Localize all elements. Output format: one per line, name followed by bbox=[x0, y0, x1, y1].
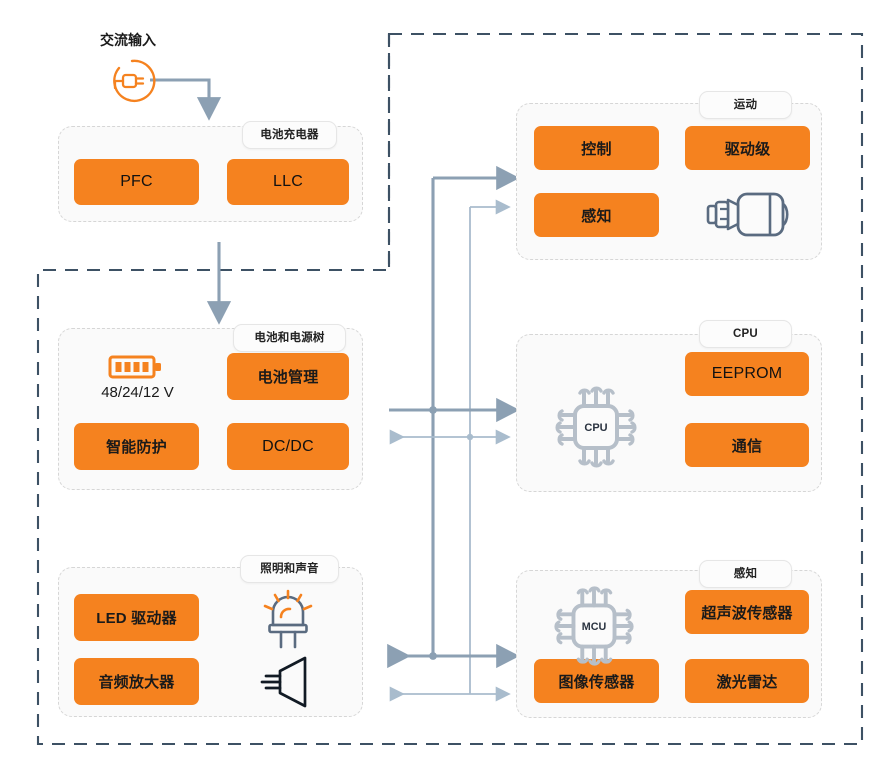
block-dcdc[interactable]: DC/DC bbox=[227, 423, 349, 470]
group-label-motion: 运动 bbox=[699, 91, 792, 119]
speaker-icon bbox=[258, 654, 322, 710]
block-llc[interactable]: LLC bbox=[227, 159, 349, 205]
mcu-chip-text: MCU bbox=[582, 621, 607, 633]
block-control[interactable]: 控制 bbox=[534, 126, 659, 170]
block-communication[interactable]: 通信 bbox=[685, 423, 809, 467]
mcu-chip-icon: MCU bbox=[551, 583, 637, 669]
led-lamp-icon bbox=[257, 587, 319, 649]
block-smart-protection[interactable]: 智能防护 bbox=[74, 423, 199, 470]
block-battery-management[interactable]: 电池管理 bbox=[227, 353, 349, 400]
motor-icon bbox=[702, 188, 794, 242]
block-motion-sensing[interactable]: 感知 bbox=[534, 193, 659, 237]
cpu-chip-text: CPU bbox=[584, 422, 607, 434]
group-label-cpu: CPU bbox=[699, 320, 792, 348]
block-pfc[interactable]: PFC bbox=[74, 159, 199, 205]
block-eeprom[interactable]: EEPROM bbox=[685, 352, 809, 396]
block-ultrasonic-sensor[interactable]: 超声波传感器 bbox=[685, 590, 809, 634]
group-label-sensing: 感知 bbox=[699, 560, 792, 588]
bus-primary-vertical bbox=[429, 165, 520, 660]
cpu-chip-icon: CPU bbox=[552, 383, 640, 471]
battery-icon bbox=[107, 353, 167, 381]
block-drive-stage[interactable]: 驱动级 bbox=[685, 126, 810, 170]
group-label-battery-charger: 电池充电器 bbox=[242, 121, 337, 149]
group-label-battery-power-tree: 电池和电源树 bbox=[233, 324, 346, 352]
block-led-driver[interactable]: LED 驱动器 bbox=[74, 594, 199, 641]
ac-input-label: 交流输入 bbox=[100, 32, 156, 48]
block-lidar[interactable]: 激光雷达 bbox=[685, 659, 809, 703]
group-label-lighting-sound: 照明和声音 bbox=[240, 555, 339, 583]
block-audio-amplifier[interactable]: 音频放大器 bbox=[74, 658, 199, 705]
bus-secondary-vertical bbox=[466, 199, 511, 694]
ac-plug-icon bbox=[104, 56, 160, 106]
battery-voltage-label: 48/24/12 V bbox=[101, 384, 174, 401]
